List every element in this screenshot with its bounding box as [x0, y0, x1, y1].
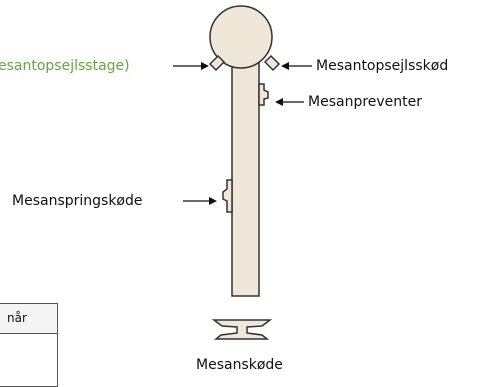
mast: [231, 54, 260, 297]
table-header-cell: når: [0, 304, 57, 334]
spring-cleat: [222, 179, 233, 213]
table-fragment: når: [0, 303, 58, 387]
label-top-sheet: Mesantopsejlsskød: [316, 58, 449, 74]
top-right-fitting: [263, 54, 281, 72]
arrow-top-sheet: [281, 62, 312, 70]
arrow-stage: [173, 62, 209, 70]
masthead: [209, 5, 273, 69]
arrow-preventer: [275, 98, 304, 106]
base-cleat: [211, 319, 273, 340]
arrow-spring: [183, 197, 217, 205]
top-left-fitting: [208, 54, 226, 72]
label-spring-sheet: Mesanspringskøde: [12, 193, 143, 209]
label-preventer: Mesanpreventer: [308, 94, 423, 110]
label-stage: esantopsejlsstage): [0, 58, 130, 74]
label-base-sheet: Mesanskøde: [196, 357, 283, 373]
preventer-cleat: [258, 83, 269, 106]
